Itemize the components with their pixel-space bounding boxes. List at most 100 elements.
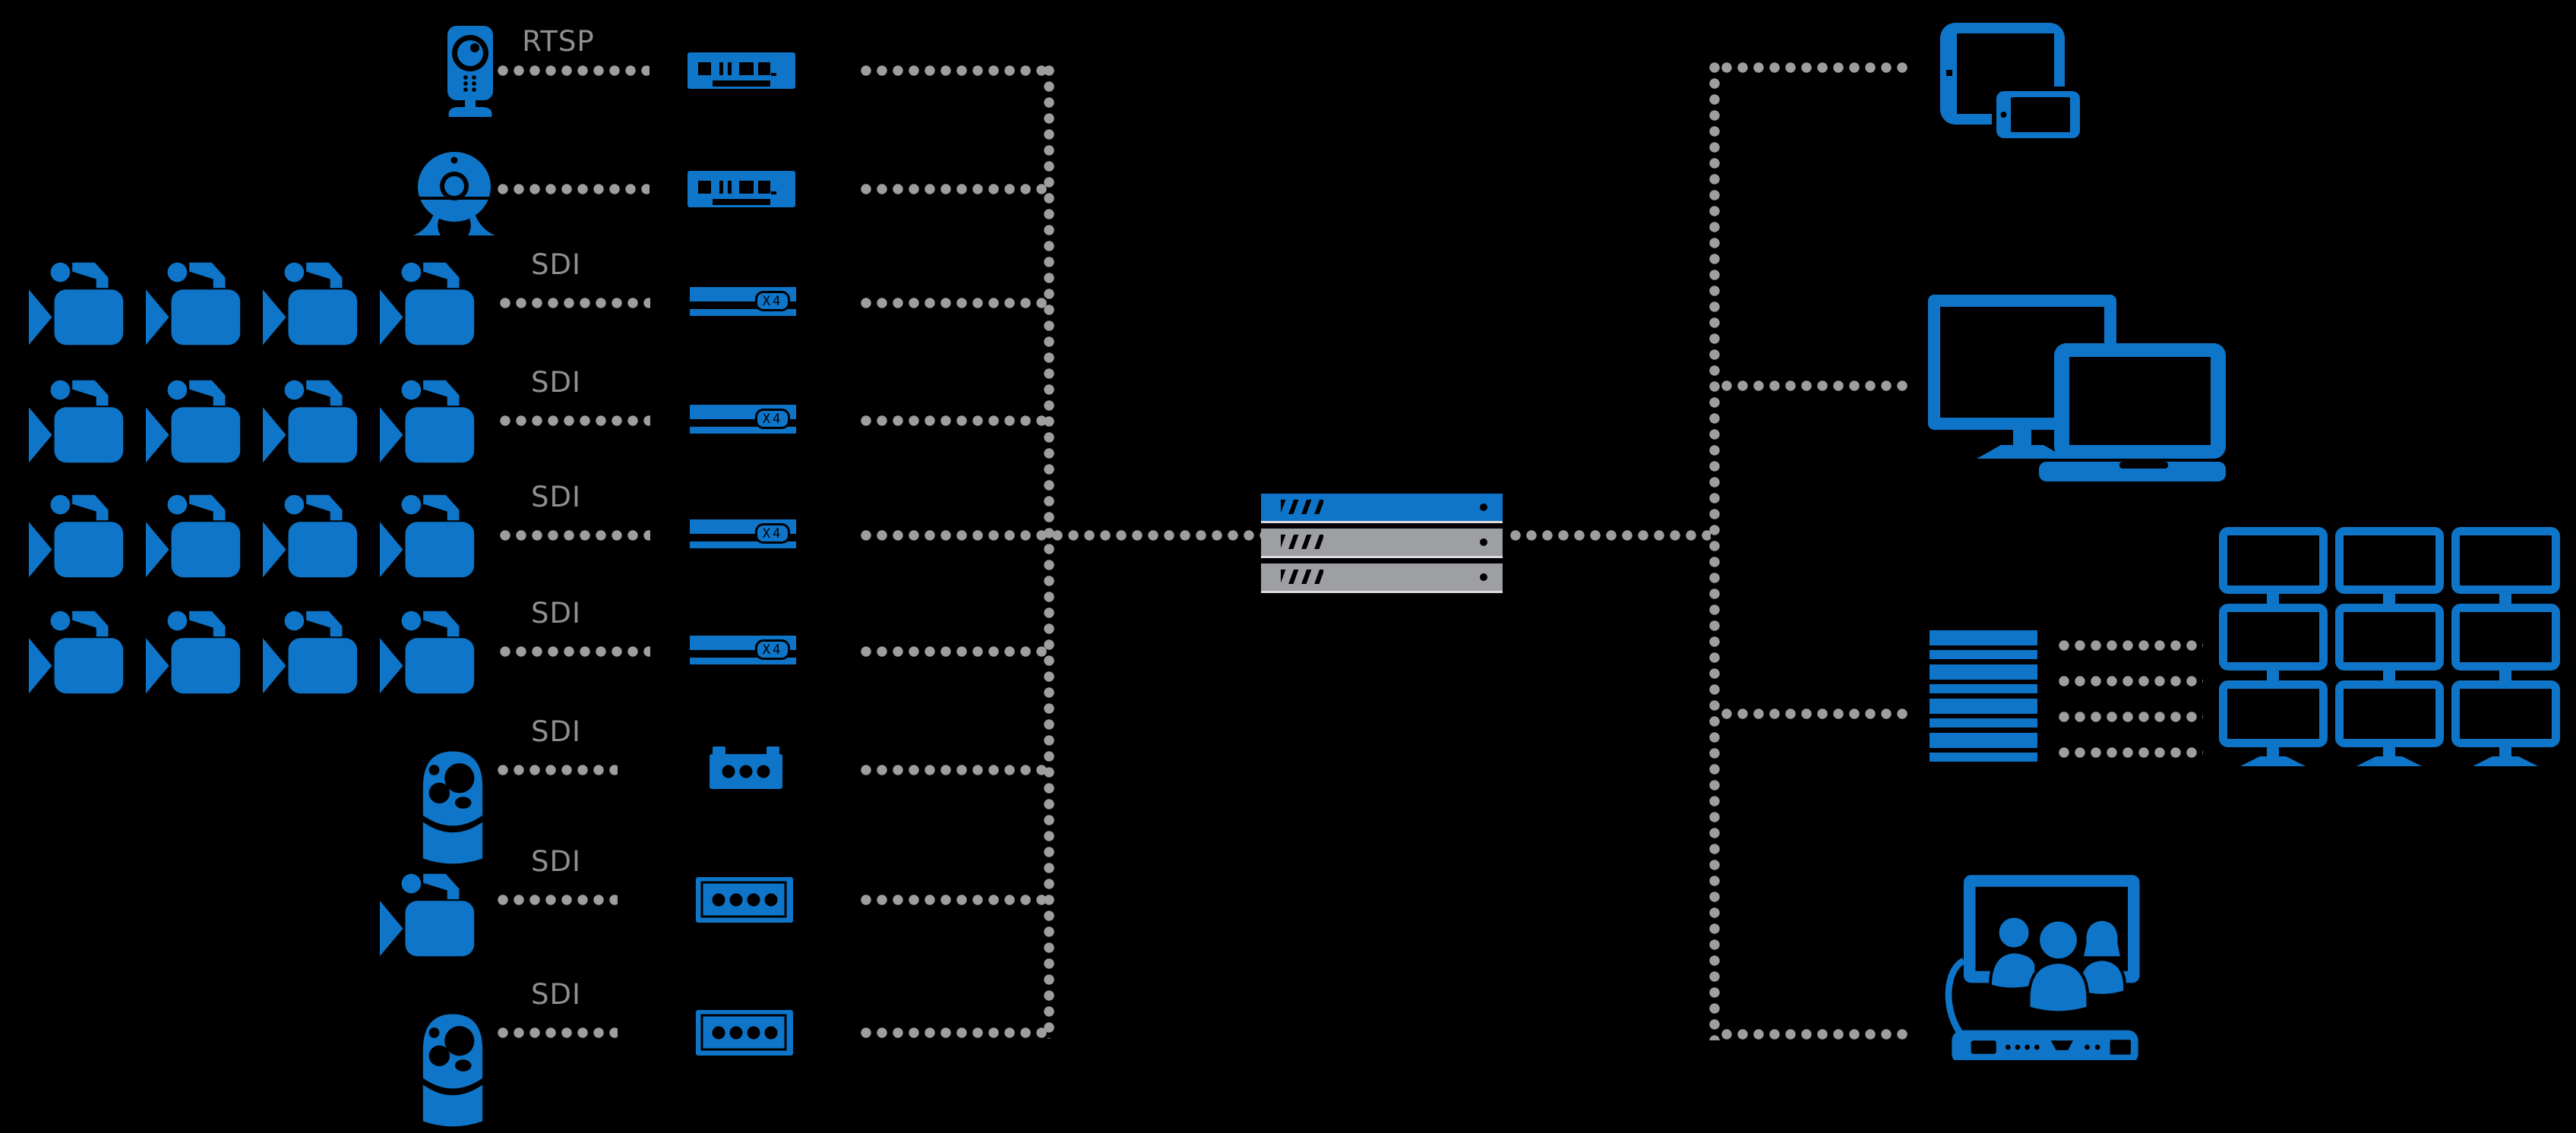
- protocol-label: SDI: [531, 597, 581, 630]
- tile-stem: [2383, 594, 2395, 604]
- dotted-connector: [861, 765, 1052, 775]
- video-camera-icon: [261, 377, 366, 465]
- protocol-label: SDI: [531, 248, 581, 281]
- vent-grill: [1281, 535, 1323, 549]
- video-camera-icon: [27, 259, 132, 347]
- dotted-connector: [498, 765, 618, 775]
- video-camera-icon: [378, 870, 483, 958]
- dotted-connector: [861, 415, 1052, 426]
- protocol-label: RTSP: [522, 25, 595, 58]
- conference-system-icon: [1934, 869, 2156, 1060]
- video-wall-tile: [2335, 604, 2444, 671]
- monitor-stand: [2383, 747, 2395, 757]
- decoder-unit: [1930, 664, 2037, 695]
- dotted-wall-link: [2059, 712, 2203, 722]
- x4-encoder-chassis: [690, 541, 796, 548]
- dotted-branch-desktop: [1721, 380, 1908, 391]
- video-camera-icon: [378, 259, 483, 347]
- video-camera-icon: [261, 259, 366, 347]
- dotted-branch-conference: [1721, 1029, 1908, 1040]
- server-unit: [1261, 563, 1503, 591]
- video-camera-icon: [144, 377, 249, 465]
- monitor-stand: [2499, 747, 2511, 757]
- dotted-connector: [861, 646, 1052, 657]
- dotted-branch-decoder: [1721, 709, 1908, 719]
- encoder-3port-icon: [710, 746, 782, 789]
- video-wall: [2219, 527, 2568, 770]
- video-camera-icon: [261, 608, 366, 696]
- tile-stem: [2499, 594, 2511, 604]
- video-wall-tile: [2219, 604, 2328, 671]
- dotted-connector: [861, 184, 1052, 194]
- dotted-connector: [498, 184, 650, 194]
- video-wall-tile: [2335, 680, 2444, 747]
- x4-encoder: X4: [690, 636, 796, 664]
- server-unit: [1261, 529, 1503, 556]
- decoder-unit: [1930, 699, 2037, 729]
- dotted-connector: [500, 530, 650, 541]
- monitor-stand-base: [2240, 756, 2306, 766]
- dotted-connector: [498, 65, 650, 76]
- video-wall-tile: [2451, 680, 2560, 747]
- ptz-camera-icon: [417, 745, 488, 865]
- vent-grill: [1281, 500, 1323, 514]
- tile-stem: [2267, 594, 2279, 604]
- dotted-connector: [498, 1027, 618, 1038]
- webcam-icon: [407, 146, 501, 238]
- video-camera-icon: [378, 608, 483, 696]
- status-led: [1480, 538, 1487, 546]
- tile-stem: [2383, 671, 2395, 680]
- protocol-label: SDI: [531, 366, 581, 399]
- x4-encoder-chassis: [690, 427, 796, 434]
- dotted-connector: [500, 298, 650, 308]
- dotted-connector: [861, 298, 1052, 308]
- x4-badge: X4: [755, 291, 790, 311]
- x4-encoder-chassis: [690, 309, 796, 316]
- dotted-connector: [861, 1027, 1052, 1038]
- video-wall-tile: [2219, 680, 2328, 747]
- dotted-connector-to-server: [861, 530, 1263, 541]
- x4-badge: X4: [755, 523, 790, 544]
- video-camera-icon: [378, 377, 483, 465]
- vent-grill: [1281, 570, 1323, 584]
- video-wall-tile: [2335, 527, 2444, 594]
- encoder-4port-icon: [696, 1010, 793, 1056]
- video-wall-tile: [2451, 527, 2560, 594]
- server-unit: [1261, 494, 1503, 521]
- video-wall-tile: [2219, 527, 2328, 594]
- dotted-connector: [500, 415, 650, 426]
- video-camera-icon: [378, 491, 483, 579]
- dotted-connector: [498, 895, 618, 905]
- video-camera-icon: [144, 491, 249, 579]
- status-led: [1480, 503, 1487, 511]
- monitor-stand: [2267, 747, 2279, 757]
- video-camera-icon: [144, 608, 249, 696]
- encoder-4port-icon: [696, 877, 793, 923]
- x4-badge: X4: [755, 639, 790, 660]
- dotted-connector-server-out: [1510, 530, 1711, 541]
- dotted-branch-mobile: [1721, 62, 1908, 73]
- monitor-stand-base: [2356, 756, 2422, 766]
- tablet-phone-icon: [1936, 21, 2088, 147]
- dotted-connector: [500, 646, 650, 657]
- video-camera-icon: [144, 259, 249, 347]
- decoder-rack: [1930, 630, 2037, 763]
- tile-stem: [2499, 671, 2511, 680]
- x4-encoder: X4: [690, 519, 796, 548]
- x4-encoder-chassis: [690, 658, 796, 664]
- video-camera-icon: [27, 608, 132, 696]
- video-camera-icon: [27, 377, 132, 465]
- dotted-wall-link: [2059, 676, 2203, 686]
- protocol-label: SDI: [531, 845, 581, 878]
- video-camera-icon: [27, 491, 132, 579]
- encoder-icon: [687, 52, 795, 89]
- encoder-icon: [687, 171, 795, 207]
- video-wall-tile: [2451, 604, 2560, 671]
- x4-badge: X4: [755, 409, 790, 429]
- protocol-label: SDI: [531, 481, 581, 513]
- monitor-laptop-icon: [1923, 290, 2227, 488]
- status-led: [1480, 573, 1487, 581]
- x4-encoder: X4: [690, 405, 796, 434]
- protocol-label: SDI: [531, 715, 581, 748]
- ip-camera-icon: [435, 26, 505, 117]
